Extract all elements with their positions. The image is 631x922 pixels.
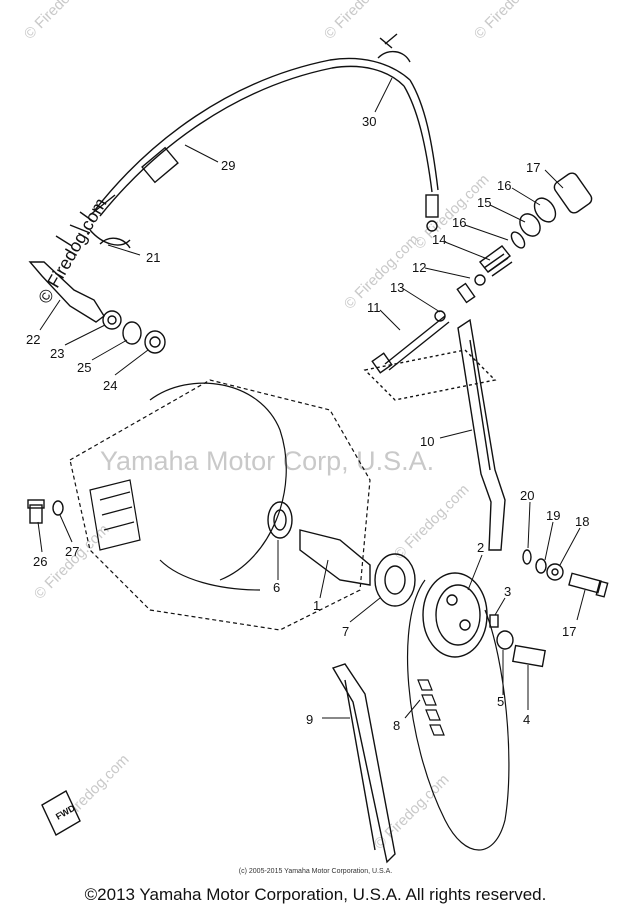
part-label-4: 4 bbox=[523, 712, 530, 727]
watermark-brand: Yamaha Motor Corp, U.S.A. bbox=[100, 446, 434, 476]
part-label-12: 12 bbox=[412, 260, 426, 275]
part-label-13: 13 bbox=[390, 280, 404, 295]
part-label-16: 16 bbox=[497, 178, 511, 193]
part-label-16b: 16 bbox=[452, 215, 466, 230]
part-label-6: 6 bbox=[273, 580, 280, 595]
part-label-7: 7 bbox=[342, 624, 349, 639]
part-label-26: 25 bbox=[77, 360, 91, 375]
part-label-22: 21 bbox=[146, 250, 160, 265]
part-label-20: 19 bbox=[546, 508, 560, 523]
part-label-14: 14 bbox=[432, 232, 446, 247]
part-label-17: 17 bbox=[526, 160, 540, 175]
part-label-18: 17 bbox=[562, 624, 576, 639]
camshaft-assembly bbox=[267, 501, 416, 607]
small-copyright: (c) 2005-2015 Yamaha Motor Corporation, … bbox=[238, 868, 393, 875]
site-mark: © Firedog.com bbox=[34, 195, 110, 307]
part-label-27: 26 bbox=[33, 554, 47, 569]
watermark-site: © Firedog.com bbox=[341, 231, 423, 313]
bolt-27-28 bbox=[27, 499, 64, 524]
leader-lines bbox=[37, 77, 586, 719]
cam-sprocket bbox=[422, 572, 546, 668]
push-rod-assembly bbox=[363, 172, 593, 401]
clutch-cable bbox=[55, 33, 439, 247]
chain-guide-10 bbox=[457, 318, 506, 551]
part-label-3: 3 bbox=[504, 584, 511, 599]
part-label-2: 2 bbox=[477, 540, 484, 555]
part-label-11: 11 bbox=[367, 300, 381, 315]
part-label-1: 1 bbox=[313, 598, 320, 613]
part-label-23: 22 bbox=[26, 332, 40, 347]
watermark-site: © Firedog.com bbox=[471, 0, 553, 43]
cam-chain bbox=[406, 579, 510, 851]
fwd-badge: FWD bbox=[41, 790, 81, 836]
part-label-28: 27 bbox=[65, 544, 79, 559]
watermark-site: © Firedog.com bbox=[21, 0, 103, 43]
chain-guide-9 bbox=[331, 663, 396, 864]
bolt-assembly-18-21 bbox=[522, 549, 609, 598]
part-label-29: 29 bbox=[221, 158, 235, 173]
part-label-24: 23 bbox=[50, 346, 64, 361]
watermarks: © Firedog.com © Firedog.com © Firedog.co… bbox=[21, 0, 553, 853]
part-label-30: 30 bbox=[362, 114, 376, 129]
part-label-10: 10 bbox=[420, 434, 434, 449]
watermark-site: © Firedog.com bbox=[321, 0, 403, 43]
part-label-8: 8 bbox=[393, 718, 400, 733]
part-label-15: 15 bbox=[477, 195, 491, 210]
part-label-9: 9 bbox=[306, 712, 313, 727]
engine-case bbox=[69, 379, 371, 631]
part-label-21: 20 bbox=[520, 488, 534, 503]
part-labels: 29 30 17 16 15 16 14 12 13 11 10 20 19 1… bbox=[26, 114, 589, 733]
part-label-25: 24 bbox=[103, 378, 117, 393]
watermark-site: © Firedog.com bbox=[411, 171, 493, 253]
part-label-5: 5 bbox=[497, 694, 504, 709]
lever-assembly bbox=[28, 237, 166, 354]
watermark-site: © Firedog.com bbox=[391, 481, 473, 563]
part-label-19: 18 bbox=[575, 514, 589, 529]
footer-copyright: ©2013 Yamaha Motor Corporation, U.S.A. A… bbox=[84, 885, 547, 904]
